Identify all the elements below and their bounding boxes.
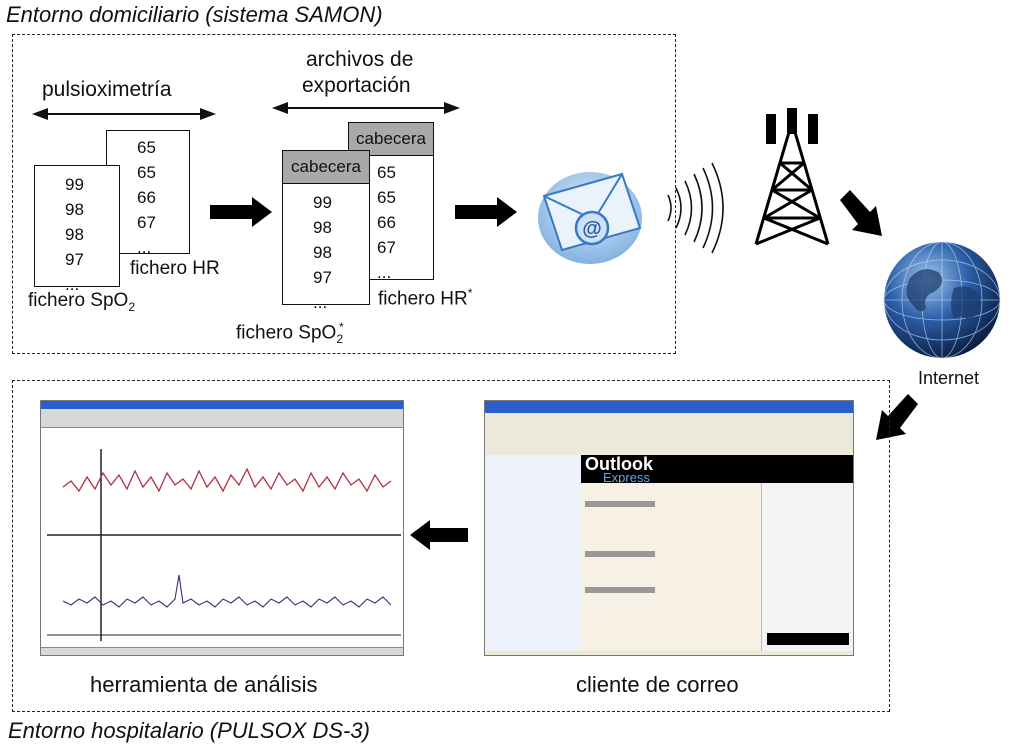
export-spo2-value: 98 bbox=[313, 218, 332, 237]
export-spo2-value: 99 bbox=[313, 193, 332, 212]
flow-arrow-4 bbox=[876, 394, 918, 440]
email-icon: @ bbox=[538, 172, 642, 264]
raw-spo2-value: 98 bbox=[65, 225, 84, 244]
home-environment-box bbox=[12, 34, 676, 354]
mail-client-screenshot: Outlook Express bbox=[484, 400, 854, 656]
internet-label: Internet bbox=[918, 368, 980, 388]
raw-spo2-value: ... bbox=[65, 275, 80, 294]
export-hr-value: ... bbox=[377, 263, 392, 282]
outlook-subtitle: Express bbox=[603, 470, 650, 485]
raw-hr-value: 66 bbox=[137, 188, 156, 207]
raw-hr-file: 65 65 66 67 ... bbox=[106, 130, 190, 257]
analysis-plot bbox=[47, 449, 401, 641]
globe-icon bbox=[883, 241, 1001, 359]
export-hr-value: 67 bbox=[377, 238, 396, 257]
flow-arrow-5 bbox=[410, 520, 468, 550]
antenna-tower-icon bbox=[754, 108, 830, 246]
analysis-tool-screenshot bbox=[40, 400, 404, 656]
raw-spo2-value: 97 bbox=[65, 250, 84, 269]
home-environment-caption: Entorno domiciliario (sistema SAMON) bbox=[6, 2, 383, 27]
raw-spo2-file: 99 98 98 97 ... bbox=[34, 165, 120, 294]
hospital-environment-box bbox=[12, 380, 890, 712]
flow-arrow-2 bbox=[455, 197, 517, 227]
export-double-arrow bbox=[272, 102, 460, 114]
export-spo2-file: cabecera 99 98 98 97 ... bbox=[282, 150, 370, 312]
export-files-label-line2: exportación bbox=[302, 74, 411, 97]
export-hr-value: 66 bbox=[377, 213, 396, 232]
export-hr-value: 65 bbox=[377, 163, 396, 182]
export-spo2-file-label: fichero SpO2* bbox=[236, 320, 344, 347]
svg-text:@: @ bbox=[582, 218, 602, 240]
export-spo2-value: 97 bbox=[313, 268, 332, 287]
mail-client-label: cliente de correo bbox=[576, 672, 739, 697]
pulsioximetria-label: pulsioximetría bbox=[42, 78, 172, 101]
raw-hr-value: ... bbox=[137, 238, 152, 257]
export-spo2-value: 98 bbox=[313, 243, 332, 262]
outlook-title: Outlook bbox=[585, 454, 653, 474]
export-hr-value: 65 bbox=[377, 188, 396, 207]
export-files-label-line1: archivos de bbox=[306, 48, 414, 71]
raw-spo2-value: 99 bbox=[65, 175, 84, 194]
raw-hr-value: 67 bbox=[137, 213, 156, 232]
pulsioximetria-double-arrow bbox=[32, 108, 216, 120]
wireless-signal-icon bbox=[667, 162, 724, 254]
analysis-tool-label: herramienta de análisis bbox=[90, 672, 318, 697]
raw-spo2-file-label: fichero SpO2 bbox=[28, 290, 136, 314]
raw-hr-file-label: fichero HR bbox=[130, 258, 220, 279]
export-spo2-value: ... bbox=[313, 293, 328, 312]
hospital-environment-caption: Entorno hospitalario (PULSOX DS-3) bbox=[8, 718, 370, 743]
raw-hr-value: 65 bbox=[137, 138, 156, 157]
export-hr-file-label: fichero HR* bbox=[378, 286, 473, 310]
flow-arrow-1 bbox=[210, 197, 272, 227]
flow-arrow-3 bbox=[840, 190, 882, 236]
raw-spo2-value: 98 bbox=[65, 200, 84, 219]
export-spo2-header: cabecera bbox=[283, 151, 369, 184]
raw-hr-value: 65 bbox=[137, 163, 156, 182]
